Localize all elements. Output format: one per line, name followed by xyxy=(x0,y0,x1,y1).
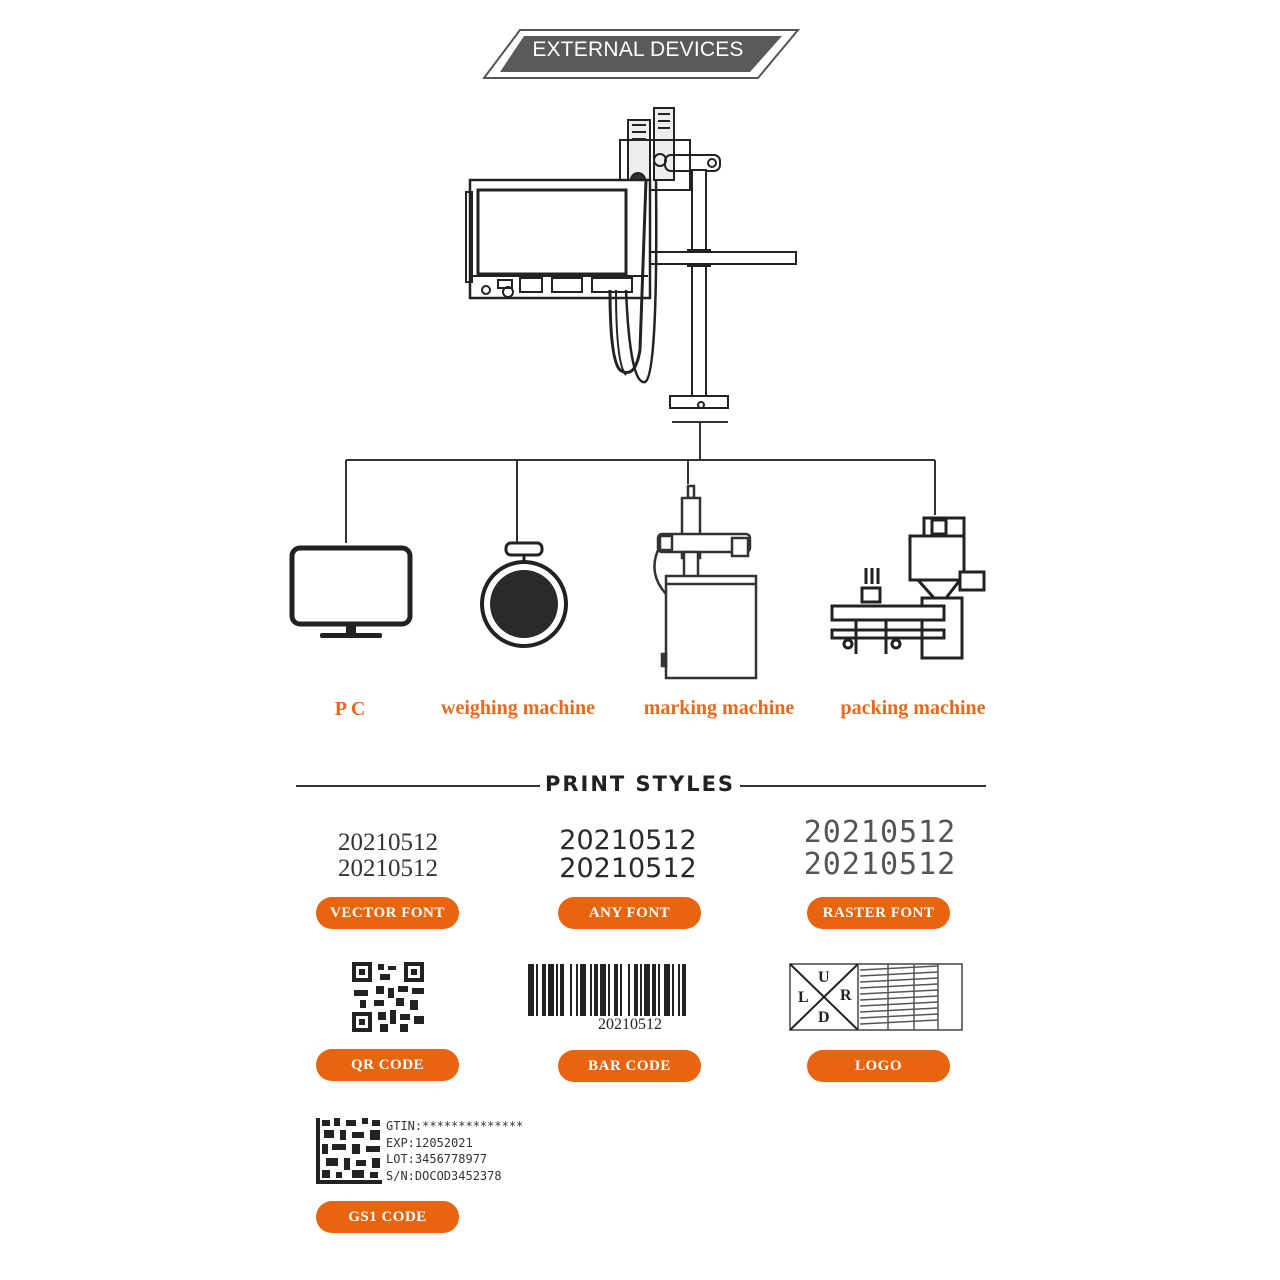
logo-letter-l: L xyxy=(798,989,809,1006)
connector-lines xyxy=(345,421,936,543)
header-title: EXTERNAL DEVICES xyxy=(532,38,744,61)
gs1-datamatrix-image xyxy=(316,1118,382,1184)
logo-image: U L R D xyxy=(789,963,963,1031)
rule-right xyxy=(740,785,986,787)
monitor-icon xyxy=(289,545,413,638)
any-font-badge: ANY FONT xyxy=(558,897,701,929)
logo-letter-r: R xyxy=(840,987,852,1004)
barcode-image xyxy=(528,964,686,1016)
logo-letter-d: D xyxy=(818,1009,830,1026)
device-label-weighing: weighing machine xyxy=(441,697,595,719)
logo-badge: LOGO xyxy=(807,1050,950,1082)
device-label-marking: marking machine xyxy=(643,697,795,719)
header-banner xyxy=(482,29,801,79)
packing-machine-icon xyxy=(830,516,986,660)
gs1-text-block: GTIN:************** EXP:12052021 LOT:345… xyxy=(386,1118,523,1184)
scale-icon xyxy=(480,541,568,648)
rule-left xyxy=(296,785,540,787)
inkjet-printer-illustration xyxy=(465,107,797,409)
gs1-sn: S/N:DOCOD3452378 xyxy=(386,1168,502,1183)
barcode-number: 20210512 xyxy=(598,1016,662,1033)
qr-code-image xyxy=(352,962,424,1032)
marking-machine-icon xyxy=(653,484,758,680)
logo-letter-u: U xyxy=(818,969,830,986)
gs1-code-badge: GS1 CODE xyxy=(316,1201,459,1233)
raster-font-badge: RASTER FONT xyxy=(807,897,950,929)
bar-code-badge: BAR CODE xyxy=(558,1050,701,1082)
raster-font-sample: 20210512 20210512 xyxy=(803,815,957,882)
device-label-packing: packing machine xyxy=(840,697,986,719)
qr-code-badge: QR CODE xyxy=(316,1049,459,1081)
gs1-gtin: GTIN:************** xyxy=(386,1119,524,1133)
vector-font-badge: VECTOR FONT xyxy=(316,897,459,929)
gs1-lot: LOT:3456778977 xyxy=(386,1152,488,1166)
any-font-sample: 20210512 20210512 xyxy=(559,825,697,885)
vector-font-sample: 20210512 20210512 xyxy=(338,829,438,883)
device-label-pc: P C xyxy=(334,698,366,720)
gs1-exp: EXP:12052021 xyxy=(386,1135,473,1150)
print-styles-title: PRINT STYLES xyxy=(544,772,736,796)
